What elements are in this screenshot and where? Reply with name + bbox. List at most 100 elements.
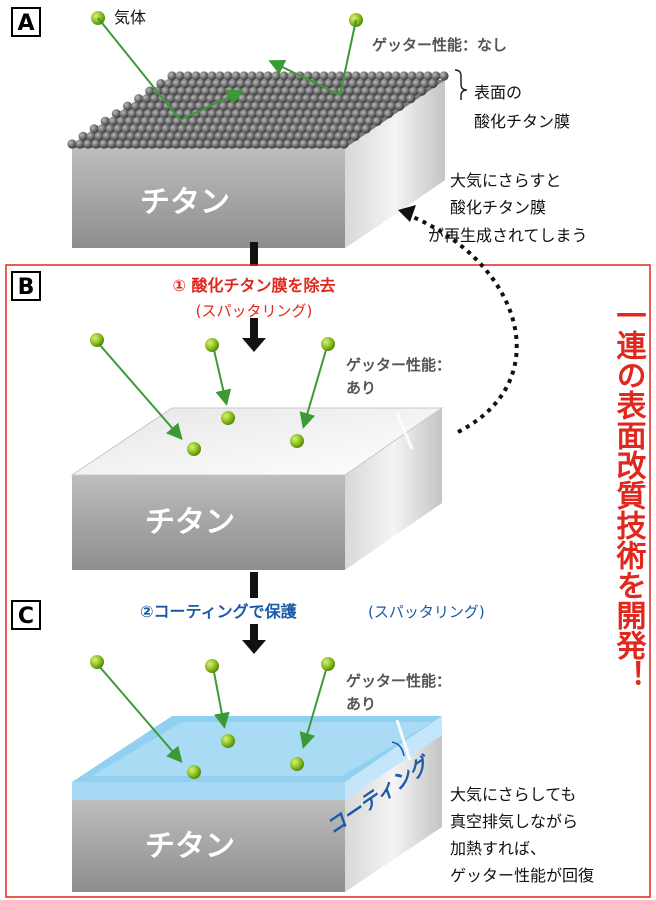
oxide-atom	[134, 94, 144, 104]
oxide-atom	[185, 124, 195, 134]
note-a-line2: 酸化チタン膜	[450, 198, 546, 217]
oxide-atom	[140, 116, 150, 126]
oxide-atom	[167, 109, 177, 119]
oxide-atom	[369, 86, 379, 96]
oxide-atom	[375, 71, 385, 81]
oxide-atom	[406, 94, 416, 104]
block-a-label: チタン	[140, 185, 230, 220]
getter-c-line1: ゲッター性能：	[346, 672, 451, 690]
oxide-atom	[227, 139, 237, 149]
oxide-atom	[342, 131, 352, 141]
oxide-atom	[262, 94, 272, 104]
oxide-atom	[233, 124, 243, 134]
panel-b-label: B	[18, 275, 35, 300]
getter-b-line1: ゲッター性能：	[346, 356, 451, 374]
oxide-atom	[196, 79, 206, 89]
oxide-atom	[407, 71, 417, 81]
oxide-atom	[310, 94, 320, 104]
oxide-atom	[116, 116, 126, 126]
oxide-label-line2: 酸化チタン膜	[474, 112, 570, 131]
gas-path-arrow	[98, 665, 183, 764]
oxide-atom	[350, 131, 360, 141]
oxide-atom	[431, 71, 441, 81]
oxide-atom	[147, 139, 157, 149]
oxide-atom	[356, 79, 366, 89]
oxide-atom	[276, 79, 286, 89]
oxide-atom	[244, 116, 254, 126]
oxide-atom	[372, 79, 382, 89]
gas-path-arrow	[299, 349, 327, 429]
adsorbed-molecule	[221, 734, 235, 748]
oxide-atom	[180, 79, 190, 89]
oxide-atom	[172, 79, 182, 89]
adsorbed-molecule	[290, 434, 304, 448]
regeneration-arrow	[407, 213, 519, 434]
oxide-atom	[238, 131, 248, 141]
oxide-atom	[331, 101, 341, 111]
oxide-atom	[380, 79, 390, 89]
oxide-atom	[265, 124, 275, 134]
oxide-atom	[260, 116, 270, 126]
coating-front	[72, 782, 345, 800]
oxide-atom	[307, 101, 317, 111]
oxide-atom	[78, 131, 88, 141]
oxide-atom	[396, 79, 406, 89]
oxide-atom	[399, 71, 409, 81]
oxide-atom	[347, 101, 357, 111]
oxide-atom	[300, 116, 310, 126]
oxide-atom	[179, 101, 189, 111]
panel-b-label-box	[11, 271, 41, 301]
oxide-atom	[334, 131, 344, 141]
flow-arrow-stem	[250, 624, 258, 642]
oxide-atom	[177, 124, 187, 134]
oxide-atom	[310, 131, 320, 141]
oxide-atom	[305, 124, 315, 134]
oxide-atom	[412, 79, 422, 89]
oxide-atom	[164, 79, 174, 89]
panel-c-label-box	[11, 600, 41, 630]
oxide-atom	[324, 116, 334, 126]
panel-a: A チタン 気体 ゲッター性能：なし 表面の 酸化チタン膜 大気にさらすと 酸化…	[11, 7, 588, 248]
oxide-atom	[439, 71, 449, 81]
oxide-atom	[102, 131, 112, 141]
oxide-atom	[247, 71, 257, 81]
oxide-atom	[382, 94, 392, 104]
regeneration-arrow-head	[398, 205, 416, 222]
oxide-atom	[345, 124, 355, 134]
oxide-atom	[166, 131, 176, 141]
oxide-atom	[305, 86, 315, 96]
oxide-atom	[289, 124, 299, 134]
oxide-atom	[390, 94, 400, 104]
oxide-atom	[340, 116, 350, 126]
oxide-atom	[350, 94, 360, 104]
oxide-atom	[398, 94, 408, 104]
oxide-atom	[219, 139, 229, 149]
panel-c-label: C	[18, 604, 34, 629]
getter-none-text: ゲッター性能：なし	[372, 36, 507, 54]
oxide-atom	[367, 71, 377, 81]
oxide-atom	[236, 116, 246, 126]
oxide-atom	[335, 109, 345, 119]
oxide-atom	[251, 101, 261, 111]
oxide-atom	[262, 131, 272, 141]
oxide-atom	[223, 109, 233, 119]
oxide-atom	[217, 124, 227, 134]
oxide-atom	[239, 71, 249, 81]
oxide-atom	[137, 124, 147, 134]
oxide-atom	[212, 116, 222, 126]
oxide-atom	[67, 139, 77, 149]
oxide-bracket	[454, 69, 468, 100]
oxide-atom	[135, 109, 145, 119]
oxide-atom	[211, 139, 221, 149]
oxide-atom	[315, 139, 325, 149]
oxide-atom	[209, 86, 219, 96]
oxide-atom	[110, 131, 120, 141]
oxide-atom	[343, 71, 353, 81]
note-c-line1: 大気にさらしても	[450, 785, 576, 804]
oxide-atom	[204, 116, 214, 126]
oxide-atom	[249, 124, 259, 134]
oxide-atom	[319, 109, 329, 119]
oxide-atom	[111, 109, 121, 119]
oxide-atom	[108, 116, 118, 126]
oxide-atom	[94, 131, 104, 141]
